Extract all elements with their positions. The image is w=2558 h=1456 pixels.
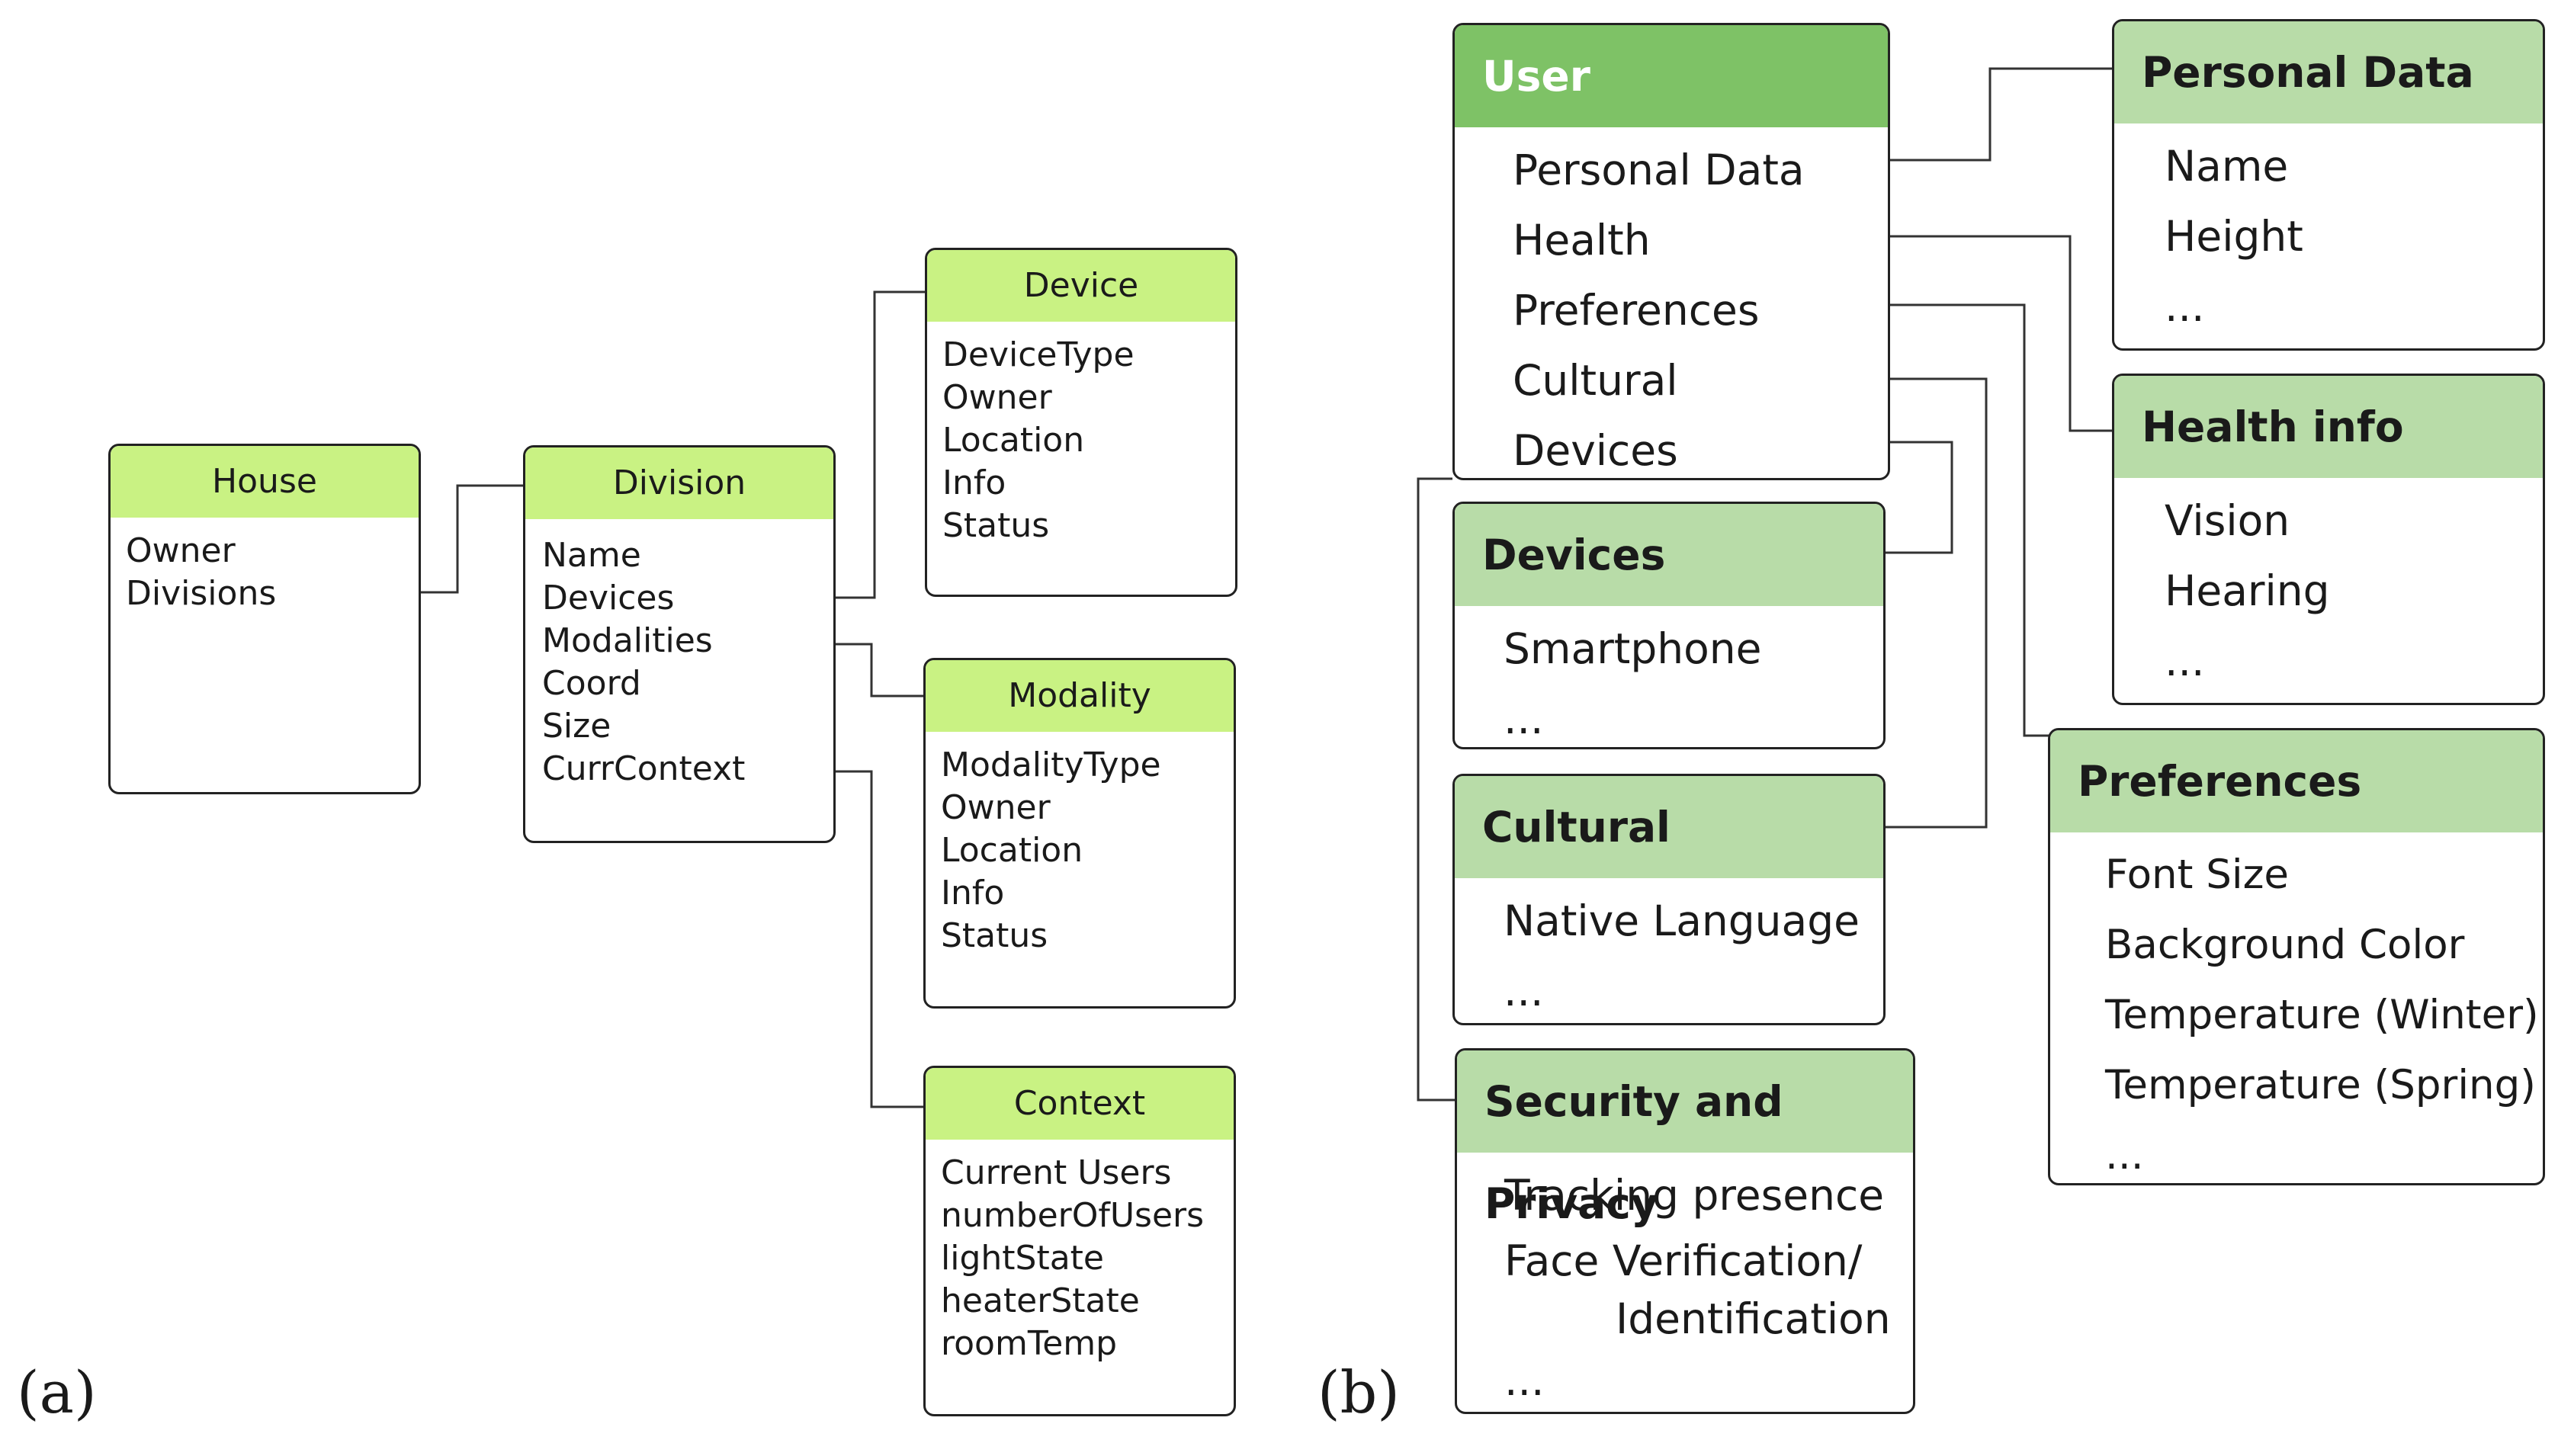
link-user-security [1417,477,1456,1102]
link-user-health [1888,235,2113,432]
user-item-cultural: Cultural [1513,356,1678,405]
security-item-tracking-presence: Tracking presence [1504,1171,1885,1220]
personal-data-header: Personal Data [2114,21,2543,123]
link-division-device [834,290,926,599]
preferences-box: Preferences Font Size Background Color T… [2048,728,2545,1185]
house-item-owner: Owner [126,531,236,570]
preferences-item-temperature-spring: Temperature (Spring) [2105,1062,2536,1108]
device-item-devicetype: DeviceType [942,335,1135,374]
security-item-more: ... [1504,1356,1545,1405]
preferences-item-more: ... [2105,1132,2144,1179]
division-item-devices: Devices [542,579,675,617]
division-box: Division Name Devices Modalities Coord S… [523,445,836,843]
panel-label-a: (a) [17,1358,97,1426]
division-item-size: Size [542,707,611,746]
devices-box: Devices Smartphone ... [1452,502,1886,749]
context-item-numberofusers: numberOfUsers [941,1196,1205,1235]
health-info-item-more: ... [2165,637,2205,685]
security-header: Security and Privacy [1457,1050,1913,1228]
cultural-item-native-language: Native Language [1504,896,1860,945]
context-box: Context Current Users numberOfUsers ligh… [923,1066,1236,1416]
link-user-cultural [1885,377,1988,829]
personal-data-item-more: ... [2165,282,2205,331]
user-header: User [1455,25,1888,127]
health-info-header: Health info [2114,376,2543,478]
modality-item-modalitytype: ModalityType [941,746,1161,784]
user-item-preferences: Preferences [1513,286,1760,335]
personal-data-item-height: Height [2165,212,2303,261]
health-info-box: Health info Vision Hearing ... [2112,374,2545,705]
security-item-identification: Identification [1616,1294,1891,1343]
user-box: User Personal Data Health Preferences Cu… [1452,23,1890,480]
preferences-header: Preferences [2050,730,2543,832]
devices-header: Devices [1455,504,1883,606]
division-item-modalities: Modalities [542,621,713,660]
personal-data-item-name: Name [2165,142,2289,191]
context-item-heaterstate: heaterState [941,1281,1140,1320]
house-item-divisions: Divisions [126,574,277,613]
context-item-lightstate: lightState [941,1239,1104,1278]
preferences-item-font-size: Font Size [2105,851,2290,898]
user-item-health: Health [1513,216,1651,265]
security-box: Security and Privacy Tracking presence F… [1455,1048,1915,1414]
division-item-coord: Coord [542,664,641,703]
user-item-personal-data: Personal Data [1513,146,1805,194]
device-box: Device DeviceType Owner Location Info St… [925,248,1237,597]
link-house-division [419,484,525,594]
link-user-preferences [1888,303,2049,737]
health-info-item-vision: Vision [2165,496,2290,545]
device-item-owner: Owner [942,378,1052,417]
division-header: Division [525,447,833,519]
device-item-status: Status [942,506,1050,545]
user-item-devices: Devices [1513,426,1678,475]
link-division-modality [834,643,925,698]
modality-item-owner: Owner [941,788,1051,827]
cultural-box: Cultural Native Language ... [1452,774,1886,1025]
cultural-header: Cultural [1455,776,1883,878]
context-item-roomtemp: roomTemp [941,1324,1118,1363]
modality-item-location: Location [941,831,1083,870]
preferences-item-temperature-winter: Temperature (Winter) [2105,992,2539,1038]
house-header: House [111,446,419,518]
division-item-name: Name [542,536,641,575]
context-header: Context [926,1068,1234,1140]
device-item-location: Location [942,421,1085,460]
link-user-personal-data [1888,67,2113,162]
context-item-current-users: Current Users [941,1153,1172,1192]
division-item-currcontext: CurrContext [542,749,746,788]
device-header: Device [927,250,1235,322]
modality-item-status: Status [941,916,1048,955]
preferences-item-background-color: Background Color [2105,922,2465,968]
device-item-info: Info [942,463,1006,502]
devices-item-more: ... [1504,694,1544,743]
personal-data-box: Personal Data Name Height ... [2112,19,2545,351]
devices-item-smartphone: Smartphone [1504,624,1762,673]
security-item-face-verification: Face Verification/ [1504,1236,1863,1285]
link-division-context [834,770,925,1108]
cultural-item-more: ... [1504,967,1544,1015]
modality-box: Modality ModalityType Owner Location Inf… [923,658,1236,1009]
modality-header: Modality [926,660,1234,732]
house-box: House Owner Divisions [108,444,421,794]
modality-item-info: Info [941,874,1005,912]
panel-label-b: (b) [1318,1358,1400,1426]
link-user-devices [1885,441,1953,554]
health-info-item-hearing: Hearing [2165,566,2330,615]
